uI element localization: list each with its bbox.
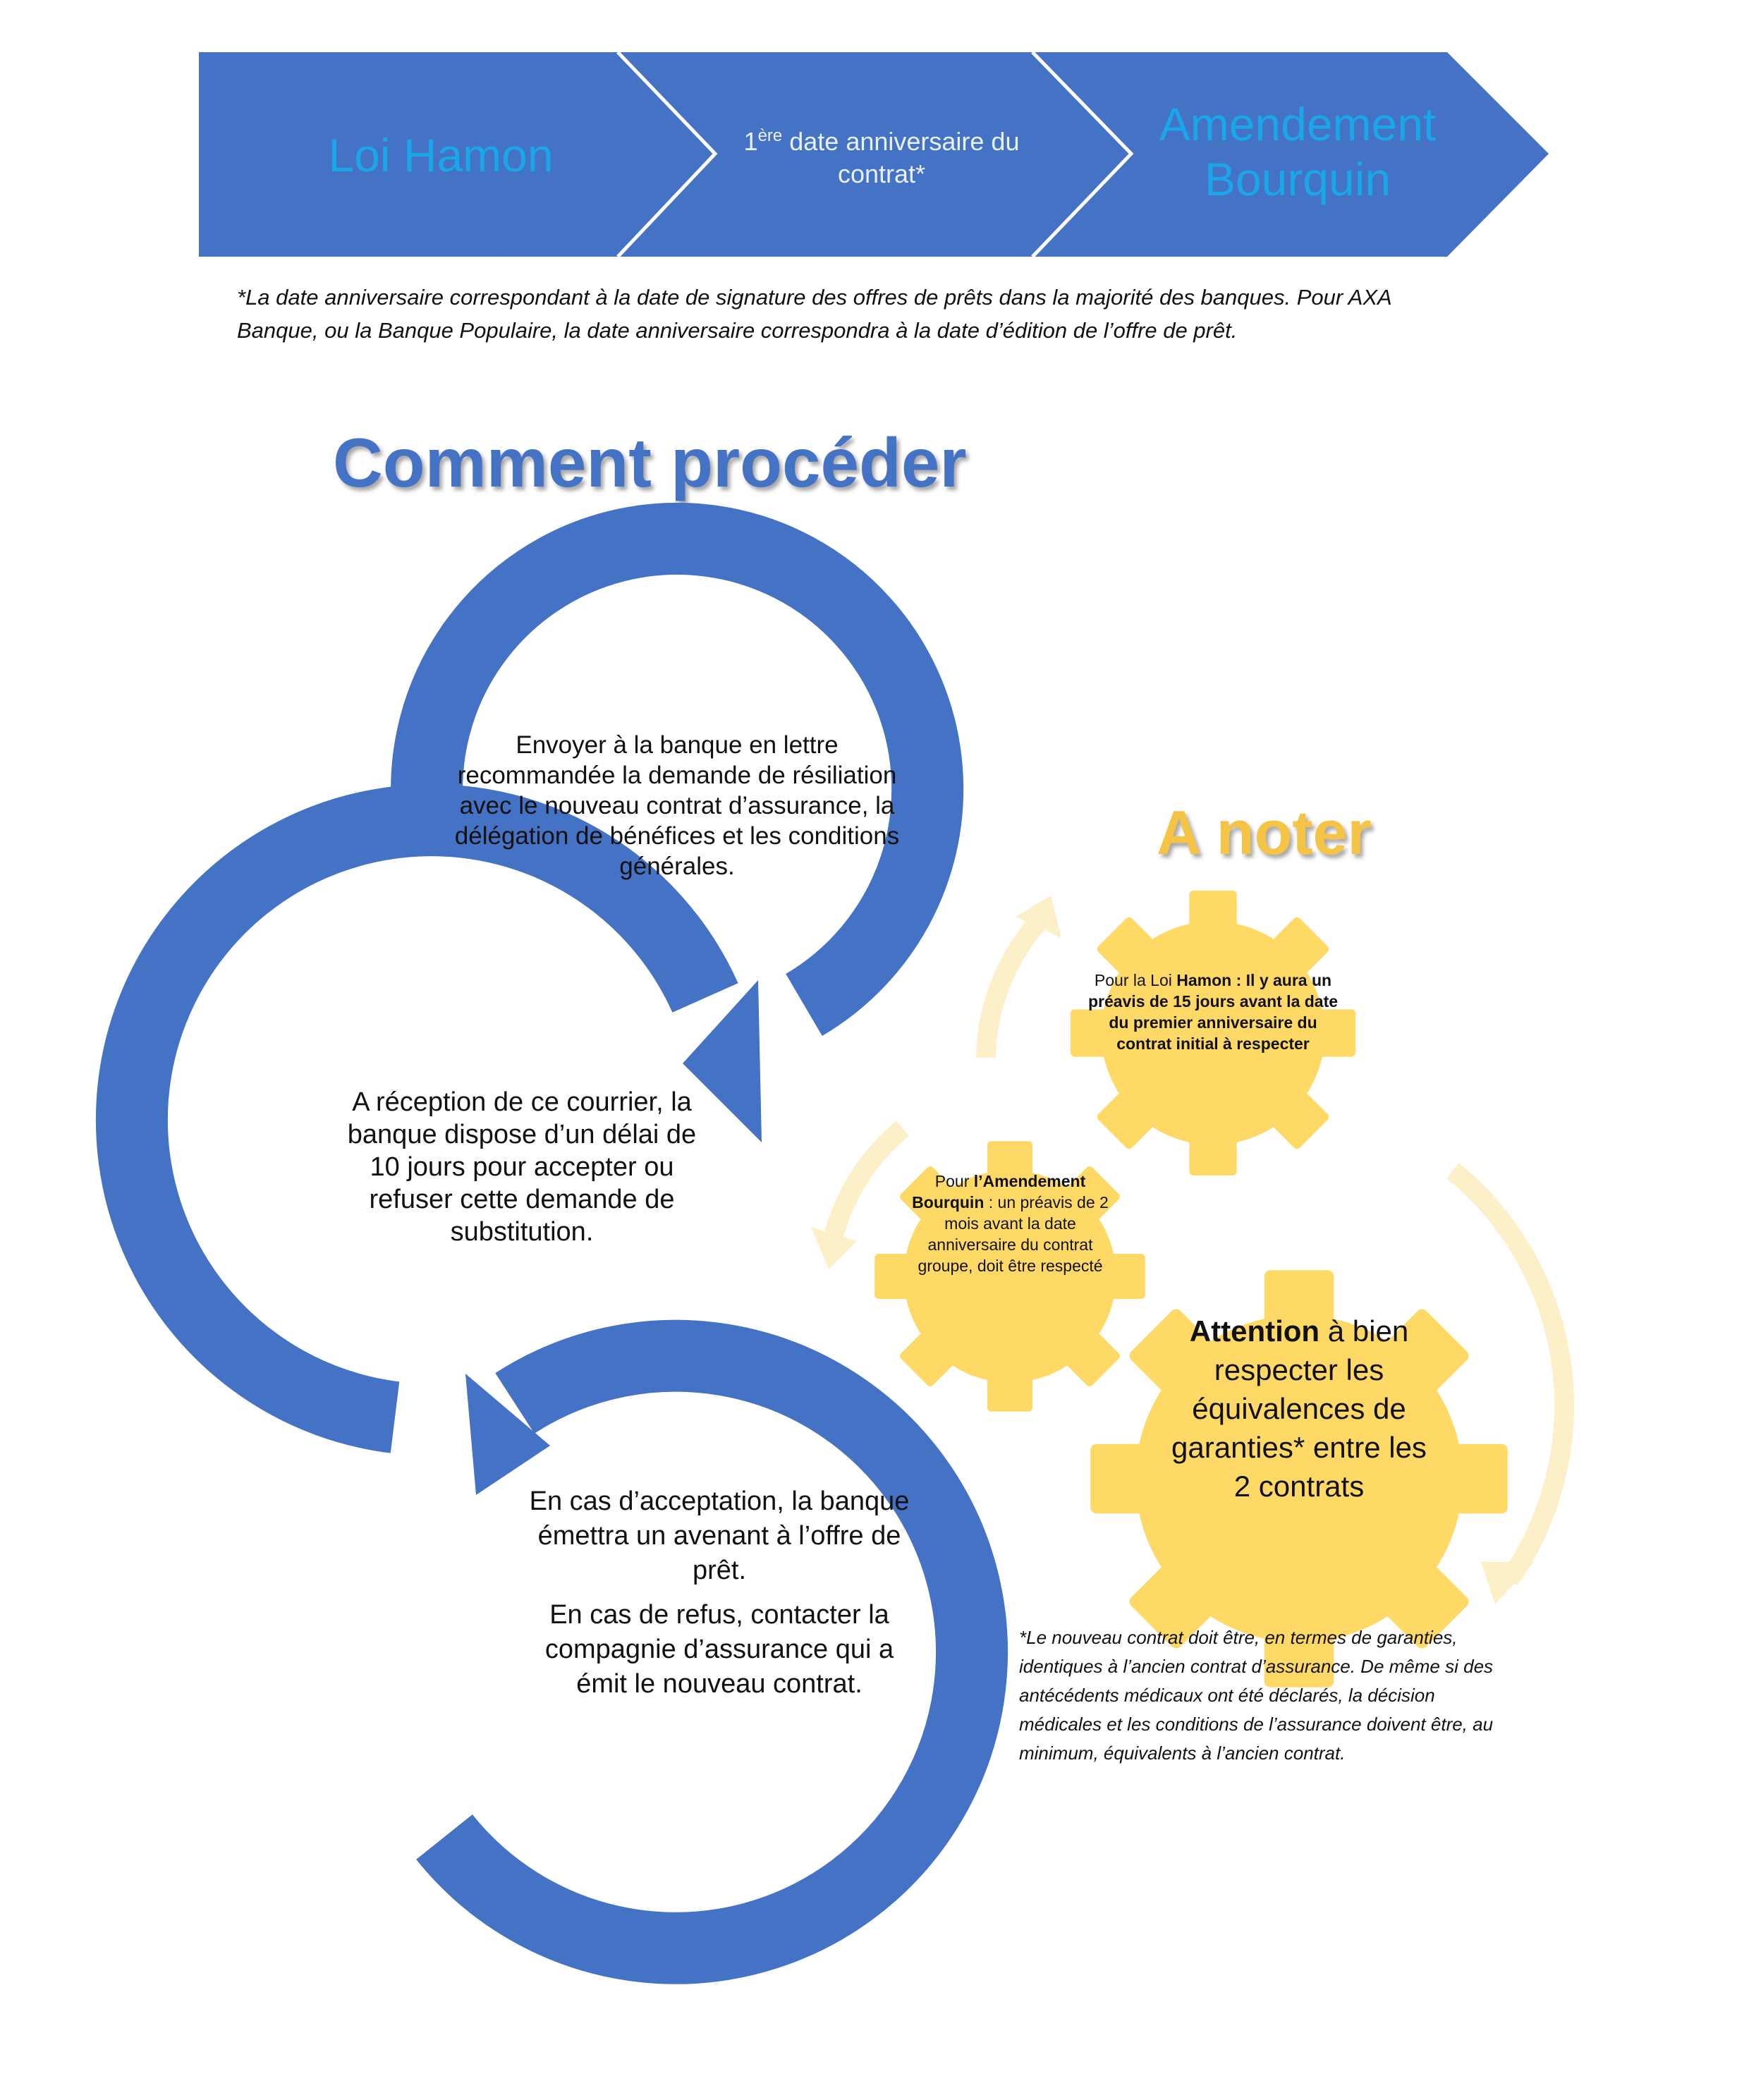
footnote-bottom-text: *Le nouveau contrat doit être, en termes… bbox=[1019, 1627, 1494, 1764]
gear-hamon-bold2: Il y aura un préavis de 15 jours avant l… bbox=[1087, 971, 1339, 1053]
arc-step-2 bbox=[95, 784, 738, 1453]
chevron-1-label: Loi Hamon bbox=[212, 106, 670, 204]
pale-arc-left bbox=[822, 1121, 910, 1244]
arrow-head-1 bbox=[683, 980, 762, 1142]
gear-bourquin-text: Pour l’Amendement Bourquin : un préavis … bbox=[910, 1171, 1111, 1276]
step-1-label: Envoyer à la banque en lettre recommandé… bbox=[454, 731, 900, 880]
page-title: Comment procéder bbox=[333, 423, 967, 503]
arc-step-1 bbox=[391, 502, 964, 1036]
step-3-label-accept: En cas d’acceptation, la banque émettra … bbox=[529, 1487, 910, 1585]
arc-step-3 bbox=[416, 1319, 1008, 1984]
step-1-text: Envoyer à la banque en lettre recommandé… bbox=[451, 730, 903, 881]
chevron-2-text: 1ère date anniversaire du contrat* bbox=[743, 126, 1020, 188]
gear-attention-text: Attention à bien respecter les équivalen… bbox=[1165, 1312, 1433, 1506]
pale-arc-right bbox=[1446, 1163, 1574, 1586]
chevron-2-label: 1ère date anniversaire du contrat* bbox=[712, 113, 1051, 197]
chevron-1-text: Loi Hamon bbox=[328, 129, 554, 181]
step-2-label: A réception de ce courrier, la banque di… bbox=[347, 1087, 697, 1247]
footnote-top: *La date anniversaire correspondant à la… bbox=[237, 281, 1408, 347]
page-title-text: Comment procéder bbox=[333, 424, 967, 501]
gear-hamon-pre: Pour la Loi bbox=[1094, 971, 1177, 989]
gear-attention-bold: Attention bbox=[1189, 1314, 1320, 1348]
chevron-3-label: Amendement Bourquin bbox=[1128, 92, 1467, 212]
step-3-label-refuse: En cas de refus, contacter la compagnie … bbox=[544, 1600, 894, 1699]
pale-arrow-head-top bbox=[1016, 896, 1061, 938]
note-title: A noter bbox=[1157, 797, 1372, 869]
gear-bourquin-bold: l’Amendement Bourquin bbox=[912, 1172, 1086, 1211]
gear-attention-rest: à bien respecter les équivalences de gar… bbox=[1171, 1314, 1427, 1503]
chevron-3-shape bbox=[1032, 52, 1549, 257]
pale-arrow-head-left bbox=[811, 1227, 857, 1269]
gear-bourquin-rest: : un préavis de 2 mois avant la date ann… bbox=[918, 1193, 1109, 1275]
footnote-bottom: *Le nouveau contrat doit être, en termes… bbox=[1019, 1623, 1513, 1768]
note-title-text: A noter bbox=[1157, 798, 1372, 867]
chevron-2-shape bbox=[618, 52, 1131, 257]
chevron-3-text: Amendement Bourquin bbox=[1159, 98, 1437, 205]
footnote-top-text: *La date anniversaire correspondant à la… bbox=[237, 285, 1391, 343]
chevron-1-shape bbox=[199, 52, 715, 257]
pale-arrow-head-right bbox=[1481, 1562, 1534, 1604]
arrow-head-2 bbox=[465, 1374, 550, 1495]
gear-hamon-mid: : bbox=[1231, 971, 1246, 989]
step-3-text: En cas d’acceptation, la banque émettra … bbox=[529, 1484, 910, 1702]
step-2-text: A réception de ce courrier, la banque di… bbox=[331, 1086, 712, 1248]
gear-bourquin-pre: Pour bbox=[934, 1172, 974, 1190]
gear-hamon-bold: Hamon bbox=[1176, 971, 1232, 989]
pale-arc-top bbox=[976, 917, 1044, 1058]
gear-hamon-text: Pour la Loi Hamon : Il y aura un préavis… bbox=[1083, 970, 1343, 1054]
